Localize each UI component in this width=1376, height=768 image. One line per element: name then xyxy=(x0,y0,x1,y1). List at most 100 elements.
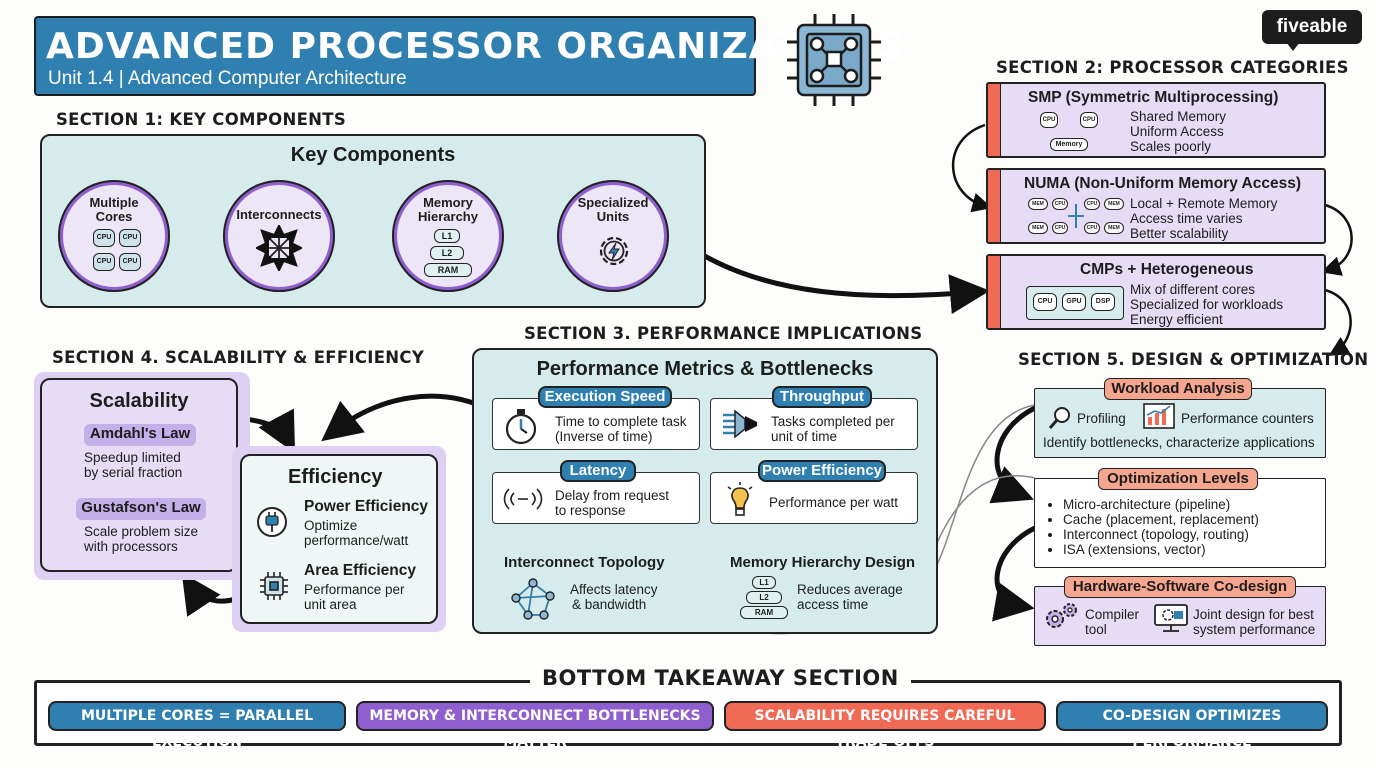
core-chip-icon: CPU xyxy=(119,253,141,271)
optimization-levels-card: Micro-architecture (pipeline) Cache (pla… xyxy=(1034,478,1326,568)
takeaway-pill-parallel: MULTIPLE CORES = PARALLEL EXECUTION xyxy=(48,701,346,750)
mem-block: MEM xyxy=(1104,198,1124,210)
arrow-smp-to-numa xyxy=(951,123,993,213)
optimization-levels-label: Optimization Levels xyxy=(1098,468,1258,490)
power-plug-icon xyxy=(257,507,287,537)
hierarchy-ram-block: RAM xyxy=(740,606,788,619)
network-arrows-icon xyxy=(256,225,302,271)
smp-title: SMP (Symmetric Multiprocessing) xyxy=(1028,89,1279,106)
component-multiple-cores: Multiple Cores CPU CPU CPU CPU xyxy=(58,180,170,292)
cpu-chip-icon: CPU xyxy=(1080,112,1098,128)
section5-heading: SECTION 5. DESIGN & OPTIMIZATION xyxy=(1018,350,1369,369)
power-line: Optimize xyxy=(304,518,358,533)
power-efficiency-title: Power Efficiency xyxy=(304,498,429,515)
gustafson-law-label: Gustafson's Law xyxy=(76,498,206,520)
cmp-title: CMPs + Heterogeneous xyxy=(1080,261,1254,278)
cache-l1-block: L1 xyxy=(434,229,460,243)
joint-line: system performance xyxy=(1193,622,1316,637)
compiler-line: Compiler xyxy=(1085,607,1140,622)
section3-heading: SECTION 3. PERFORMANCE IMPLICATIONS xyxy=(524,324,923,343)
funnel-flow-icon xyxy=(723,409,757,439)
workload-summary: Identify bottlenecks, characterize appli… xyxy=(1043,435,1315,450)
hierarchy-l1-block: L1 xyxy=(752,576,776,589)
cpu-chip-icon: CPU xyxy=(1040,112,1058,128)
cmp-point: Specialized for workloads xyxy=(1130,297,1284,312)
compiler-line: tool xyxy=(1085,622,1107,637)
specialized-label-line2: Units xyxy=(596,209,630,224)
optimization-level-item: Interconnect (topology, routing) xyxy=(1063,527,1259,542)
numa-card: NUMA (Non-Uniform Memory Access) MEM CPU… xyxy=(986,168,1326,244)
latency-line: to response xyxy=(555,503,626,518)
cores-label-line1: Multiple xyxy=(89,195,139,210)
optimization-level-item: ISA (extensions, vector) xyxy=(1063,542,1259,557)
power-metric-line: Performance per watt xyxy=(769,495,899,510)
optimization-level-item: Cache (placement, replacement) xyxy=(1063,512,1259,527)
component-specialized-units: Specialized Units xyxy=(557,180,669,292)
cpu-block: CPU xyxy=(1084,222,1100,234)
chip-board-icon: CPU GPU DSP xyxy=(1026,286,1124,320)
takeaway-heading: BOTTOM TAKEAWAY SECTION xyxy=(530,666,911,690)
throughput-line: unit of time xyxy=(771,429,838,444)
topology-line: & bandwidth xyxy=(572,597,647,612)
specialized-label-line1: Specialized xyxy=(577,195,649,210)
throughput-line: Tasks completed per xyxy=(771,414,895,429)
mem-block: MEM xyxy=(1028,222,1048,234)
component-memory-hierarchy: Memory Hierarchy L1 L2 RAM xyxy=(392,180,504,292)
power-efficiency-label: Power Efficiency xyxy=(758,460,886,482)
core-chip-icon: CPU xyxy=(93,229,115,247)
numa-title: NUMA (Non-Uniform Memory Access) xyxy=(1024,175,1302,192)
network-topology-icon xyxy=(511,578,555,620)
cmp-card: CMPs + Heterogeneous CPU GPU DSP Mix of … xyxy=(986,254,1326,330)
mem-block: MEM xyxy=(1104,222,1124,234)
bar-chart-icon xyxy=(1143,403,1175,429)
lightbulb-icon xyxy=(727,482,753,516)
brand-logo: fiveable xyxy=(1262,10,1362,51)
amdahl-line: by serial fraction xyxy=(84,465,183,480)
hierarchy-l2-block: L2 xyxy=(746,591,782,604)
shared-memory-icon: Memory xyxy=(1050,138,1088,151)
arrow-perf-to-efficiency xyxy=(321,393,493,442)
monitor-icon xyxy=(1154,604,1188,632)
title-banner: ADVANCED PROCESSOR ORGANIZATIONS Unit 1.… xyxy=(34,16,903,96)
execution-speed-label: Execution Speed xyxy=(538,386,672,408)
numa-point: Local + Remote Memory xyxy=(1130,196,1278,211)
takeaway-pill-bottlenecks: MEMORY & INTERCONNECT BOTTLENECKS MATTER xyxy=(356,701,714,750)
processor-chip-icon xyxy=(787,14,881,106)
gustafson-line: Scale problem size xyxy=(84,524,199,539)
scalability-title: Scalability xyxy=(89,390,189,412)
efficiency-box: Efficiency Power Efficiency Optimize per… xyxy=(240,454,438,624)
component-interconnects: Interconnects xyxy=(223,180,335,292)
interconnects-label: Interconnects xyxy=(236,207,322,222)
optimization-level-item: Micro-architecture (pipeline) xyxy=(1063,497,1259,512)
latency-line: Delay from request xyxy=(555,488,670,503)
gustafson-line: with processors xyxy=(84,539,178,554)
area-efficiency-title: Area Efficiency xyxy=(304,562,416,579)
hierarchy-line: access time xyxy=(797,597,869,612)
arrow-cmp-to-design xyxy=(1324,288,1352,356)
amdahl-line: Speedup limited xyxy=(84,450,181,465)
smp-card: SMP (Symmetric Multiprocessing) CPU CPU … xyxy=(986,82,1326,158)
topology-line: Affects latency xyxy=(570,582,658,597)
joint-line: Joint design for best xyxy=(1193,607,1314,622)
takeaway-pill-codesign: CO-DESIGN OPTIMIZES PERFORMANCE xyxy=(1056,701,1328,750)
section2-heading: SECTION 2: PROCESSOR CATEGORIES xyxy=(996,58,1349,77)
arrow-specialized-to-categories xyxy=(677,237,990,315)
gears-icon xyxy=(1046,603,1077,628)
workload-analysis-label: Workload Analysis xyxy=(1104,378,1252,400)
cpu-block: CPU xyxy=(1052,198,1068,210)
numa-point: Better scalability xyxy=(1130,226,1229,241)
memory-label-line1: Memory xyxy=(423,195,473,210)
signal-waves-icon xyxy=(503,488,543,510)
section1-heading: SECTION 1: KEY COMPONENTS xyxy=(56,110,347,129)
efficiency-title: Efficiency xyxy=(288,466,383,488)
magnifier-icon xyxy=(1048,407,1070,429)
scalability-box: Scalability Amdahl's Law Speedup limited… xyxy=(40,378,238,572)
numa-point: Access time varies xyxy=(1130,211,1243,226)
cmp-point: Energy efficient xyxy=(1130,312,1223,327)
hierarchy-line: Reduces average xyxy=(797,582,903,597)
brand-name: fiveable xyxy=(1276,16,1348,37)
cmp-point: Mix of different cores xyxy=(1130,282,1256,297)
performance-title: Performance Metrics & Bottlenecks xyxy=(536,358,874,380)
codesign-label: Hardware-Software Co-design xyxy=(1064,576,1296,598)
page-title: ADVANCED PROCESSOR ORGANIZATIONS xyxy=(46,26,905,67)
